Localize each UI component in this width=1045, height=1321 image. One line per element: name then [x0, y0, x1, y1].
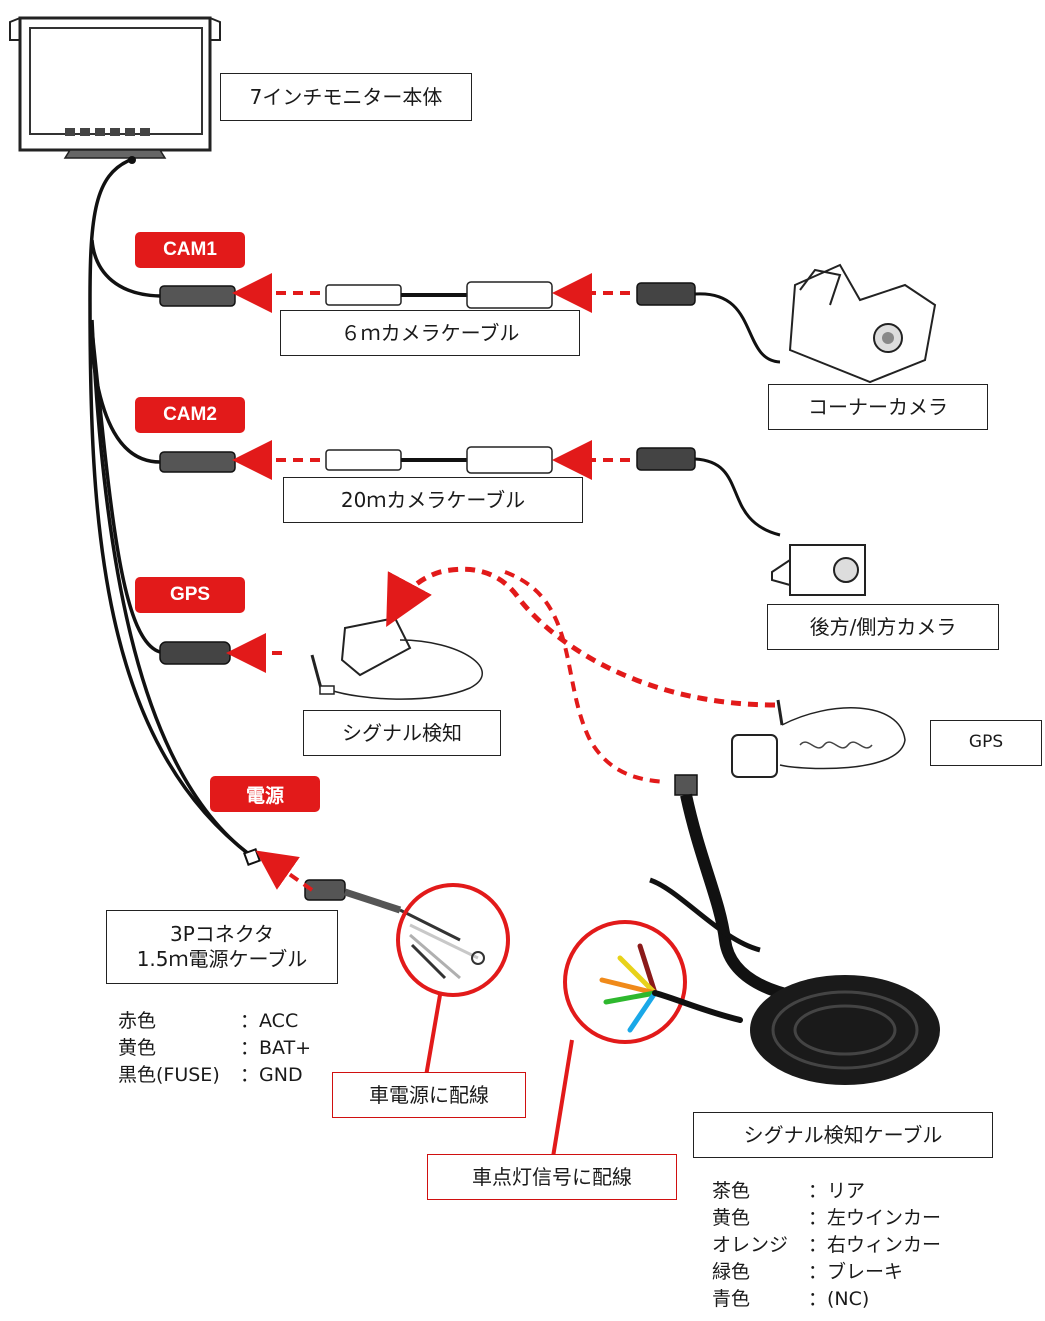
gps-device-illustration: [731, 699, 906, 778]
monitor-illustration: [9, 16, 221, 164]
power-legend: 赤色 ： ACC 黄色 ： BAT+ 黒色(FUSE) ： GND: [118, 1008, 311, 1089]
power-legend-row: 黄色 ： BAT+: [118, 1035, 311, 1062]
legend-color: 黄色: [712, 1207, 751, 1229]
signal-legend-row: 茶色 ： リア: [712, 1178, 941, 1205]
label-signal-cable: シグナル検知ケーブル: [693, 1112, 993, 1158]
rear-camera-illustration: [771, 544, 866, 596]
legend-color: オレンジ: [712, 1234, 789, 1256]
signal-legend-row: オレンジ ： 右ウィンカー: [712, 1232, 941, 1259]
legend-value: 左ウインカー: [827, 1207, 942, 1229]
legend-value: 右ウィンカー: [827, 1234, 942, 1256]
label-cable-6m: ６ｍカメラケーブル: [280, 310, 580, 356]
legend-color: 赤色: [118, 1010, 157, 1032]
power-plug-illustration: [304, 879, 461, 942]
badge-power: 電源: [210, 776, 320, 812]
legend-sep: ：: [808, 1180, 828, 1202]
legend-sep: ：: [240, 1010, 260, 1032]
main-harness: [88, 158, 252, 857]
legend-sep: ：: [808, 1207, 828, 1229]
legend-value: (NC): [827, 1288, 870, 1310]
signal-wires: [599, 943, 743, 1033]
label-car-power: 車電源に配線: [332, 1072, 526, 1118]
label-power-cable-line2: 1.5ｍ電源ケーブル: [136, 947, 308, 971]
label-power-cable-line1: 3Pコネクタ: [170, 922, 274, 946]
label-light-signal: 車点灯信号に配線: [427, 1154, 677, 1200]
label-rear-camera: 後方/側方カメラ: [767, 604, 999, 650]
badge-cam1: CAM1: [135, 232, 245, 268]
legend-color: 黒色(FUSE): [118, 1064, 220, 1086]
wire-brown: [637, 943, 658, 996]
arrow-signal-branch: [504, 570, 666, 784]
legend-value: ACC: [259, 1010, 299, 1032]
label-monitor: 7インチモニター本体: [220, 73, 472, 121]
label-signal-detect: シグナル検知: [303, 710, 501, 756]
legend-value: ブレーキ: [827, 1261, 904, 1283]
corner-camera-illustration: [788, 263, 937, 384]
monitor-connectors: [159, 285, 261, 866]
signal-legend-row: 緑色 ： ブレーキ: [712, 1259, 941, 1286]
camera-cable-6m: [325, 281, 781, 364]
legend-sep: ：: [808, 1261, 828, 1283]
signal-legend-row: 青色 ： (NC): [712, 1286, 941, 1313]
legend-color: 茶色: [712, 1180, 751, 1202]
camera-cable-20m: [325, 446, 781, 537]
legend-sep: ：: [240, 1037, 260, 1059]
legend-sep: ：: [240, 1064, 260, 1086]
wire-blue: [627, 990, 658, 1033]
badge-gps: GPS: [135, 577, 245, 613]
arrow-power-port: [255, 850, 314, 892]
signal-leader-line: [551, 1039, 574, 1158]
legend-color: 青色: [712, 1288, 751, 1310]
arrow-gps-main: [386, 566, 776, 708]
gps-antenna-illustration: [310, 616, 483, 700]
power-leader-line: [423, 994, 442, 1083]
legend-value: GND: [259, 1064, 303, 1086]
label-corner-camera: コーナーカメラ: [768, 384, 988, 430]
badge-cam2: CAM2: [135, 397, 245, 433]
wire-orange: [599, 977, 658, 996]
signal-legend-row: 黄色 ： 左ウインカー: [712, 1205, 941, 1232]
legend-color: 黄色: [118, 1037, 157, 1059]
legend-color: 緑色: [712, 1261, 751, 1283]
power-wires-circle: [396, 883, 510, 997]
signal-legend: 茶色 ： リア 黄色 ： 左ウインカー オレンジ ： 右ウィンカー 緑色 ： ブ…: [712, 1178, 941, 1313]
power-wires: [409, 923, 485, 980]
label-cable-20m: 20ｍカメラケーブル: [283, 477, 583, 523]
red-arrows: [226, 273, 776, 892]
wire-yellow: [617, 955, 658, 996]
power-legend-row: 黒色(FUSE) ： GND: [118, 1062, 311, 1089]
legend-value: BAT+: [259, 1037, 312, 1059]
label-power-cable: 3Pコネクタ 1.5ｍ電源ケーブル: [106, 910, 338, 984]
wire-green: [603, 990, 658, 1005]
signal-wires-circle: [563, 920, 687, 1044]
legend-sep: ：: [808, 1288, 828, 1310]
power-legend-row: 赤色 ： ACC: [118, 1008, 311, 1035]
legend-sep: ：: [808, 1234, 828, 1256]
signal-harness-illustration: [649, 774, 940, 1085]
label-gps-device: GPS: [930, 720, 1042, 766]
legend-value: リア: [827, 1180, 866, 1202]
